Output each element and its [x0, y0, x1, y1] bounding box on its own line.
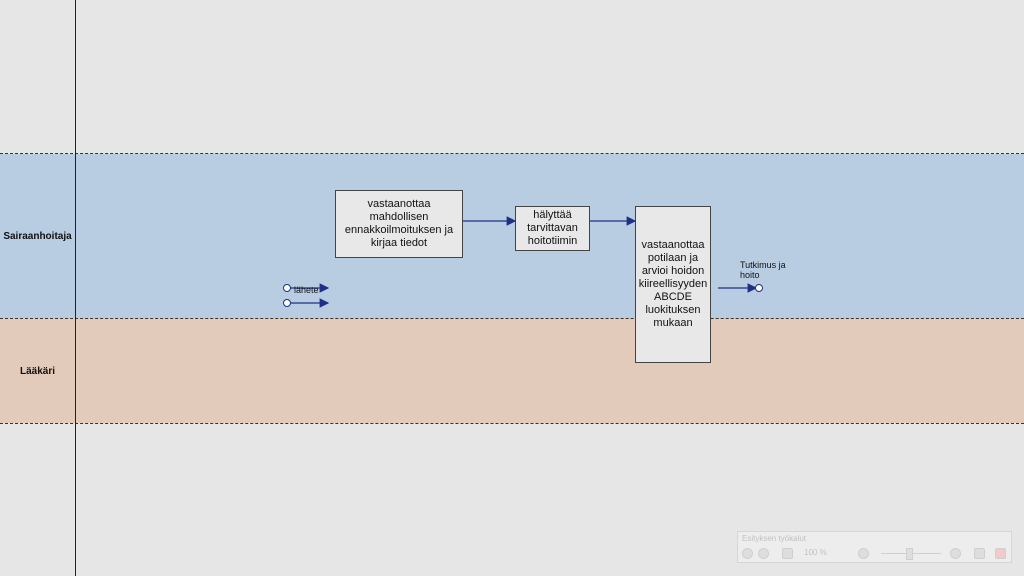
zoom-out-icon[interactable] — [858, 548, 869, 559]
lane-label-nurse: Sairaanhoitaja — [3, 231, 72, 242]
input-start-circle — [283, 284, 291, 292]
presentation-toolbar: Esityksen työkalut 100 % — [737, 531, 1012, 563]
process-box-receive-patient: vastaanottaa potilaan ja arvioi hoidon k… — [635, 206, 711, 363]
page-icon[interactable] — [782, 548, 793, 559]
input-start-circle — [283, 299, 291, 307]
lane-divider — [0, 318, 1024, 319]
process-box-alert-team: hälyttää tarvittavan hoitotiimin — [515, 206, 590, 251]
output-end-circle — [755, 284, 763, 292]
previous-icon[interactable] — [742, 548, 753, 559]
next-icon[interactable] — [758, 548, 769, 559]
zoom-slider-handle[interactable] — [906, 548, 913, 560]
lane-nurse — [0, 154, 1024, 318]
zoom-in-icon[interactable] — [950, 548, 961, 559]
toolbar-title: Esityksen työkalut — [742, 534, 807, 543]
output-result-label: Tutkimus ja hoito — [740, 260, 786, 280]
fit-icon[interactable] — [974, 548, 985, 559]
lane-top-empty — [0, 0, 1024, 154]
input-referral-label: lähete — [294, 285, 319, 295]
lane-header-divider — [75, 0, 76, 576]
process-box-receive-notification: vastaanottaa mahdollisen ennakkoilmoituk… — [335, 190, 463, 258]
lane-divider — [0, 153, 1024, 154]
close-icon[interactable] — [995, 548, 1006, 559]
lane-doctor — [0, 318, 1024, 423]
lane-label-doctor: Lääkäri — [19, 366, 56, 377]
lane-divider — [0, 423, 1024, 424]
zoom-level: 100 % — [804, 548, 827, 557]
